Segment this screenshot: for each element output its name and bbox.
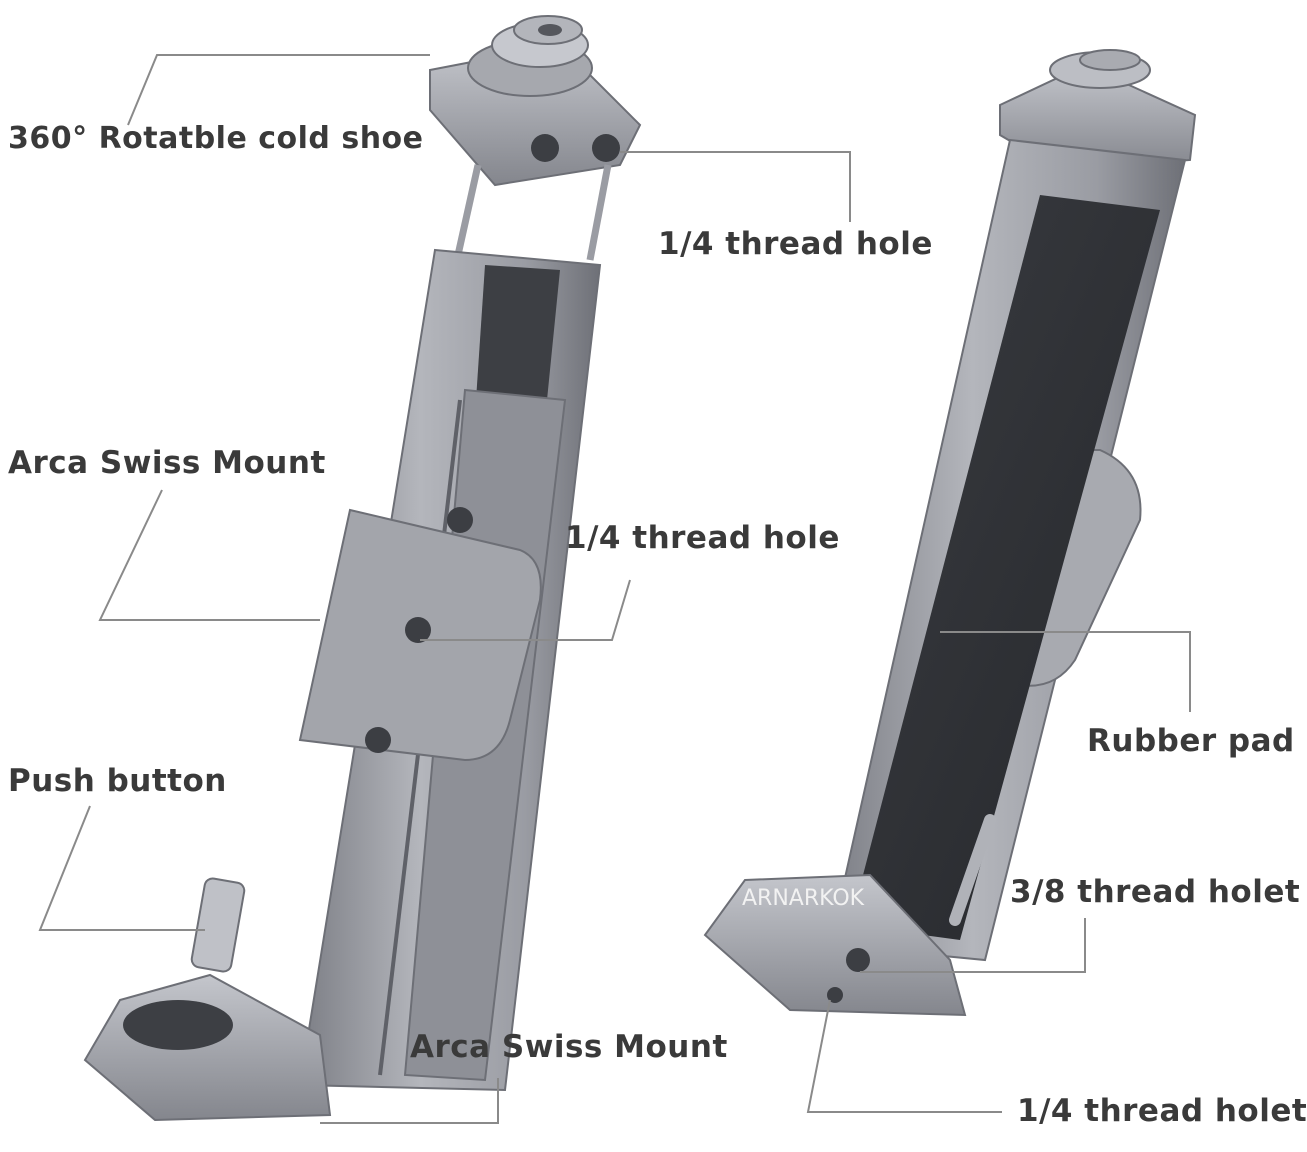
leader-push bbox=[38, 805, 205, 931]
leader-arca-bottom bbox=[320, 1078, 499, 1124]
left-bracket bbox=[83, 15, 642, 1122]
right-bracket: ARNARKOK bbox=[703, 49, 1197, 1017]
label-thread-holet-38: 3/8 thread holet bbox=[1010, 874, 1301, 910]
leader-rubber bbox=[940, 631, 1191, 712]
cold-shoe-icon bbox=[429, 15, 642, 187]
leader-thread-38 bbox=[860, 918, 1086, 973]
leader-cold-shoe bbox=[127, 54, 430, 126]
label-push-button: Push button bbox=[8, 763, 227, 799]
leader-lines bbox=[38, 54, 1191, 1124]
brand-text: ARNARKOK bbox=[742, 886, 865, 911]
label-thread-holet-14: 1/4 thread holet bbox=[1017, 1093, 1307, 1129]
label-arca-swiss-left: Arca Swiss Mount bbox=[8, 445, 326, 481]
label-arca-swiss-bottom: Arca Swiss Mount bbox=[410, 1029, 728, 1065]
leader-thread-mid bbox=[420, 579, 631, 641]
rubber-pad-icon bbox=[850, 195, 1160, 940]
label-rubber-pad: Rubber pad bbox=[1087, 723, 1295, 759]
leader-thread-14b bbox=[806, 999, 1002, 1113]
leader-thread-top bbox=[620, 151, 851, 222]
product-diagram: ARNARKOK bbox=[38, 15, 1197, 1124]
label-thread-hole-mid: 1/4 thread hole bbox=[565, 520, 840, 556]
leader-arca-left bbox=[98, 489, 320, 621]
label-cold-shoe: 360° Rotatble cold shoe bbox=[8, 121, 424, 156]
label-thread-hole-top: 1/4 thread hole bbox=[658, 226, 933, 262]
push-button-icon bbox=[190, 877, 246, 973]
